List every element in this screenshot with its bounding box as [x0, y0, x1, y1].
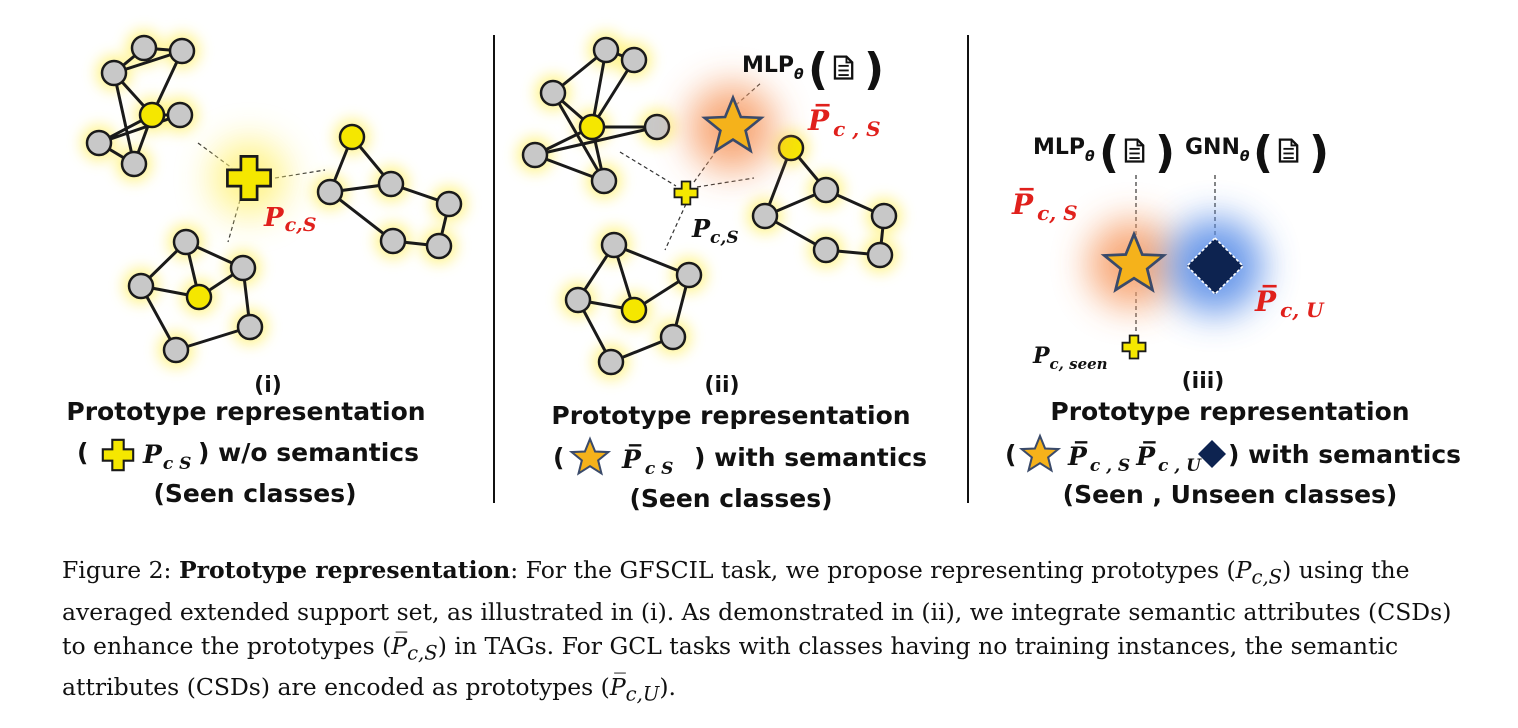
mlp-label-iii: MLPθ ( )	[1033, 127, 1175, 178]
svg-text:) with semantics: ) with semantics	[1228, 440, 1461, 469]
panel-ii-index: (ii)	[704, 373, 739, 398]
svg-text:P̅c S: P̅c S	[621, 444, 673, 479]
figure-caption: Figure 2: Prototype representation: For …	[62, 556, 1452, 707]
prototype-cross-icon	[673, 180, 699, 206]
svg-text:(: (	[1253, 127, 1273, 178]
proto-label-ii: Pc,S	[691, 214, 739, 248]
panel-ii-line3: (Seen classes)	[629, 484, 832, 513]
svg-text:(: (	[808, 44, 828, 95]
prototype-cross-icon	[1121, 334, 1147, 360]
svg-text:) w/o semantics: ) w/o semantics	[198, 438, 419, 467]
svg-text:GNNθ: GNNθ	[1185, 135, 1250, 165]
svg-text:(: (	[1099, 127, 1119, 178]
panel-ii-title: Prototype representation	[551, 401, 910, 430]
mlp-label-ii: MLPθ ( )	[742, 44, 884, 95]
svg-text:) with semantics: ) with semantics	[694, 443, 927, 472]
svg-text:(: (	[77, 438, 88, 467]
proto-label-iii: Pc, seen	[1032, 343, 1108, 373]
proto-label-i: Pc,S	[263, 203, 316, 236]
panel-iii: MLPθ ( ) GNNθ ( ) P̅c, S P̅c, U Pc, seen…	[1005, 127, 1461, 509]
svg-text:(: (	[1005, 440, 1016, 469]
panel-i-line2: ( Pc S ) w/o semantics	[77, 438, 419, 474]
svg-text:): )	[864, 44, 884, 95]
svg-text:(: (	[553, 443, 564, 472]
diamond-label-iii: P̅c, U	[1254, 284, 1325, 322]
diamond-prototype-icon	[1185, 236, 1245, 296]
svg-text:Pc S: Pc S	[142, 440, 191, 474]
panel-i-index: (i)	[254, 373, 282, 398]
gnn-label-iii: GNNθ ( )	[1185, 127, 1329, 178]
svg-text:): )	[1309, 127, 1329, 178]
svg-text:P̅c , SP̅c , U: P̅c , SP̅c , U	[1067, 441, 1202, 476]
panel-i-line3: (Seen classes)	[153, 479, 356, 508]
panel-i: Pc,S (i) Prototype representation ( Pc S…	[66, 30, 467, 508]
svg-text:MLPθ: MLPθ	[742, 53, 804, 83]
panel-i-title: Prototype representation	[66, 397, 425, 426]
panel-iii-title: Prototype representation	[1050, 397, 1409, 426]
svg-text:MLPθ: MLPθ	[1033, 135, 1095, 165]
panel-ii-line2: ( P̅c S ) with semantics	[553, 437, 927, 479]
star-label-iii: P̅c, S	[1011, 187, 1078, 225]
panel-ii: MLPθ ( ) P̅c , S Pc,S (ii) Prototype rep…	[517, 32, 927, 513]
panel-iii-line3: (Seen , Unseen classes)	[1063, 480, 1398, 509]
svg-text:): )	[1155, 127, 1175, 178]
star-label-ii: P̅c , S	[807, 103, 881, 141]
panel-iii-index: (iii)	[1182, 369, 1225, 394]
